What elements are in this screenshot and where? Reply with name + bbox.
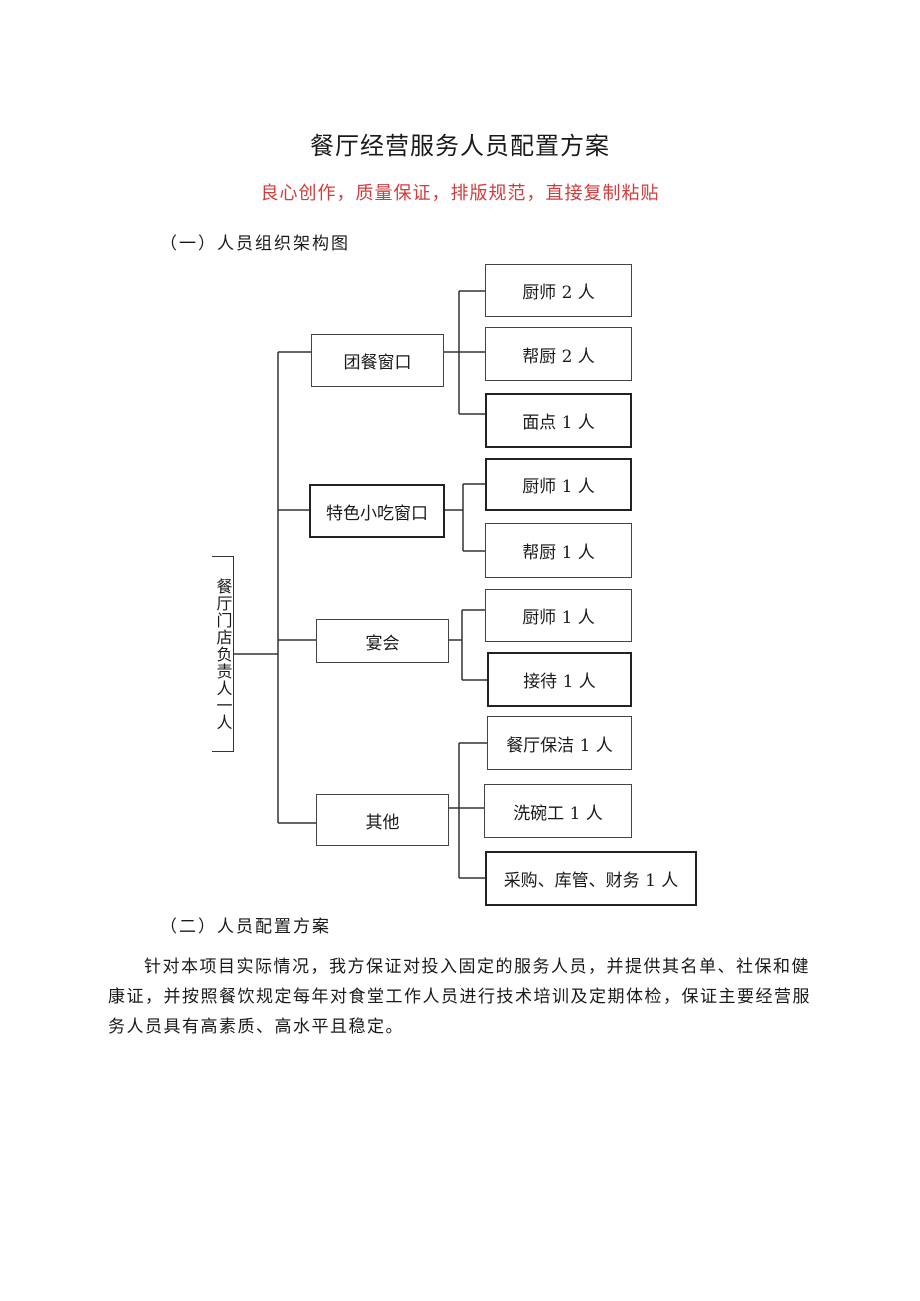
org-role-chef: 厨师 1 人	[485, 589, 632, 642]
org-role-label: 厨师 1 人	[522, 477, 595, 497]
subtitle: 良心创作，质量保证，排版规范，直接复制粘贴	[260, 183, 660, 204]
org-role-label: 面点 1 人	[522, 413, 595, 433]
org-group-group-meal-window: 团餐窗口	[311, 334, 444, 387]
org-group-label: 宴会	[365, 633, 400, 654]
org-role-pastry: 面点 1 人	[485, 393, 632, 448]
org-role-label: 帮厨 1 人	[522, 543, 595, 563]
org-role-chef: 厨师 1 人	[485, 458, 632, 511]
org-role-purchasing-storage-finance: 采购、库管、财务 1 人	[485, 851, 697, 906]
org-role-dishwasher: 洗碗工 1 人	[484, 784, 632, 838]
org-role-label: 接待 1 人	[523, 672, 596, 692]
page-title: 餐厅经营服务人员配置方案	[310, 132, 610, 160]
org-role-kitchen-helper: 帮厨 1 人	[485, 523, 632, 578]
org-role-label: 洗碗工 1 人	[513, 803, 603, 824]
org-role-cleaner: 餐厅保洁 1 人	[487, 716, 632, 770]
org-group-label: 团餐窗口	[343, 353, 412, 373]
section-heading-staffing-plan: （二）人员配置方案	[160, 917, 331, 937]
org-role-label: 厨师 2 人	[522, 283, 595, 303]
org-role-label: 厨师 1 人	[522, 608, 595, 628]
org-group-label: 特色小吃窗口	[326, 503, 428, 524]
org-group-other: 其他	[316, 794, 449, 846]
body-paragraph-text: 针对本项目实际情况，我方保证对投入固定的服务人员，并提供其名单、社保和健康证，并…	[108, 957, 811, 1037]
org-group-label: 其他	[365, 812, 400, 833]
body-paragraph: 针对本项目实际情况，我方保证对投入固定的服务人员，并提供其名单、社保和健康证，并…	[108, 952, 816, 1042]
org-role-kitchen-helper: 帮厨 2 人	[485, 327, 632, 381]
org-role-reception: 接待 1 人	[487, 652, 632, 707]
org-role-chef: 厨师 2 人	[485, 264, 632, 317]
section-heading-org-chart: （一）人员组织架构图	[160, 234, 350, 254]
org-group-banquet: 宴会	[316, 619, 449, 663]
org-role-label: 采购、库管、财务 1 人	[503, 871, 679, 891]
org-root-label: 餐厅门店负责人一人	[213, 577, 233, 731]
org-role-label: 帮厨 2 人	[522, 346, 595, 367]
org-group-snack-window: 特色小吃窗口	[309, 484, 445, 538]
org-root-director: 餐厅门店负责人一人	[212, 556, 234, 752]
org-role-label: 餐厅保洁 1 人	[506, 735, 613, 756]
